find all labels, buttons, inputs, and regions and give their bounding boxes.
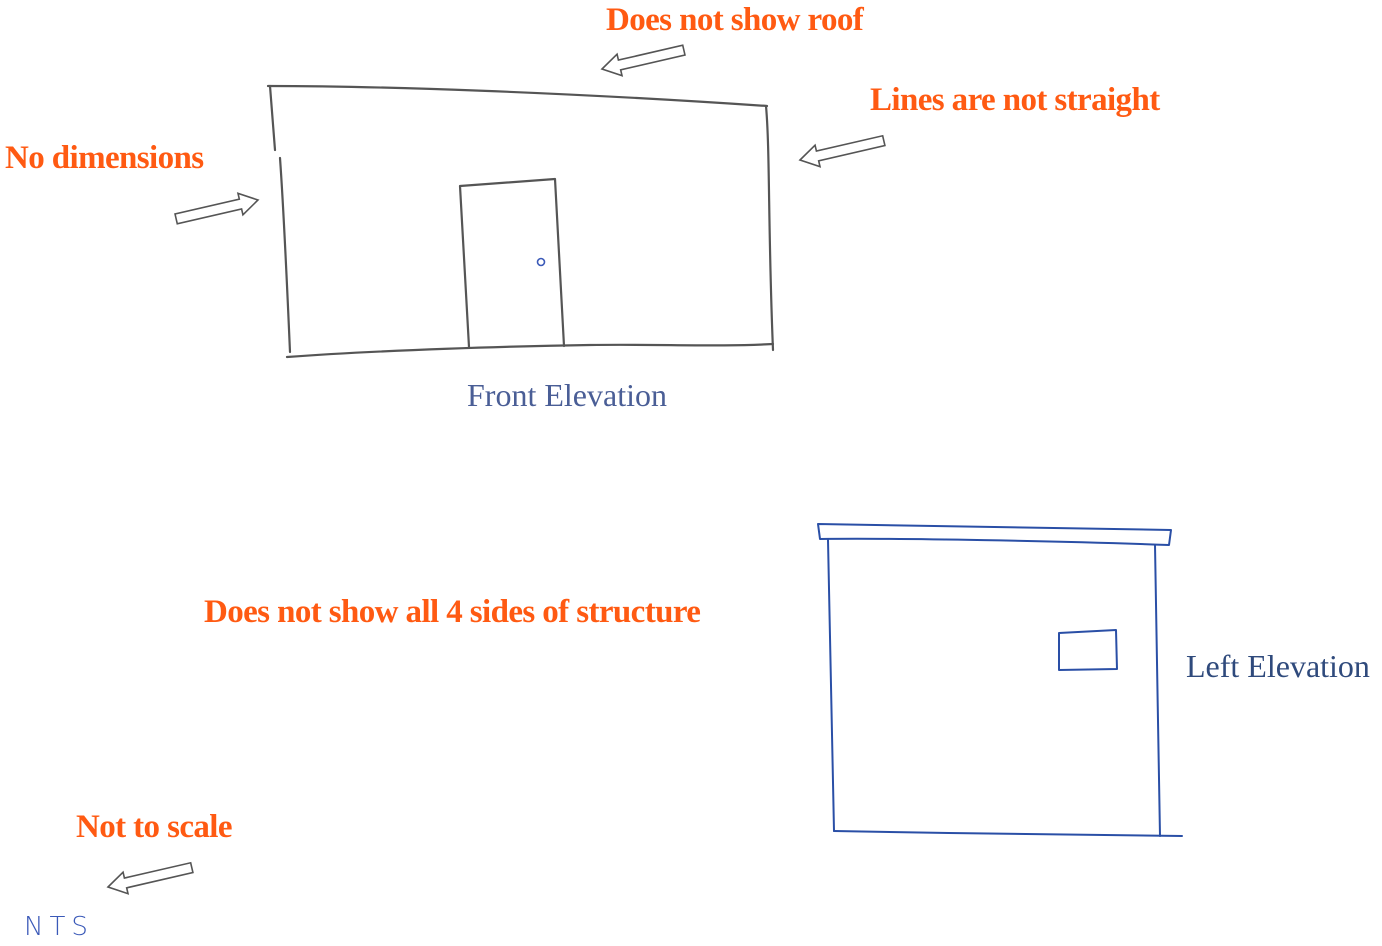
front-wall-top-edge xyxy=(266,84,769,108)
hollow-block-arrow-icon xyxy=(106,861,194,895)
front-elevation-caption: Front Elevation xyxy=(467,377,667,413)
hollow-block-arrow-icon xyxy=(174,192,260,225)
front-wall-bottom-edge xyxy=(285,342,775,359)
front-wall-left-edge xyxy=(268,84,292,354)
left-wall-left-edge xyxy=(827,539,835,832)
annotation-lines-not-straight: Lines are not straight xyxy=(870,82,1160,118)
left-roof-slab xyxy=(817,523,1172,546)
annotation-not-all-sides: Does not show all 4 sides of structure xyxy=(204,594,701,630)
front-elevation-sketch xyxy=(266,84,775,359)
door-knob-icon xyxy=(536,257,546,267)
annotation-no-roof: Does not show roof xyxy=(606,2,864,38)
left-elevation-sketch xyxy=(817,523,1183,837)
left-wall-bottom-edge xyxy=(833,830,1183,837)
left-elevation-caption: Left Elevation xyxy=(1186,648,1370,684)
arrows xyxy=(106,44,886,895)
front-wall-right-edge xyxy=(764,104,775,352)
left-window xyxy=(1058,629,1118,671)
front-door xyxy=(458,177,566,349)
handwritten-nts-label: NTS xyxy=(24,912,94,942)
annotation-not-to-scale: Not to scale xyxy=(76,809,233,845)
hollow-block-arrow-icon xyxy=(600,44,686,77)
annotation-no-dimensions: No dimensions xyxy=(5,140,204,176)
left-wall-right-edge xyxy=(1154,544,1161,837)
hollow-block-arrow-icon xyxy=(798,134,886,168)
